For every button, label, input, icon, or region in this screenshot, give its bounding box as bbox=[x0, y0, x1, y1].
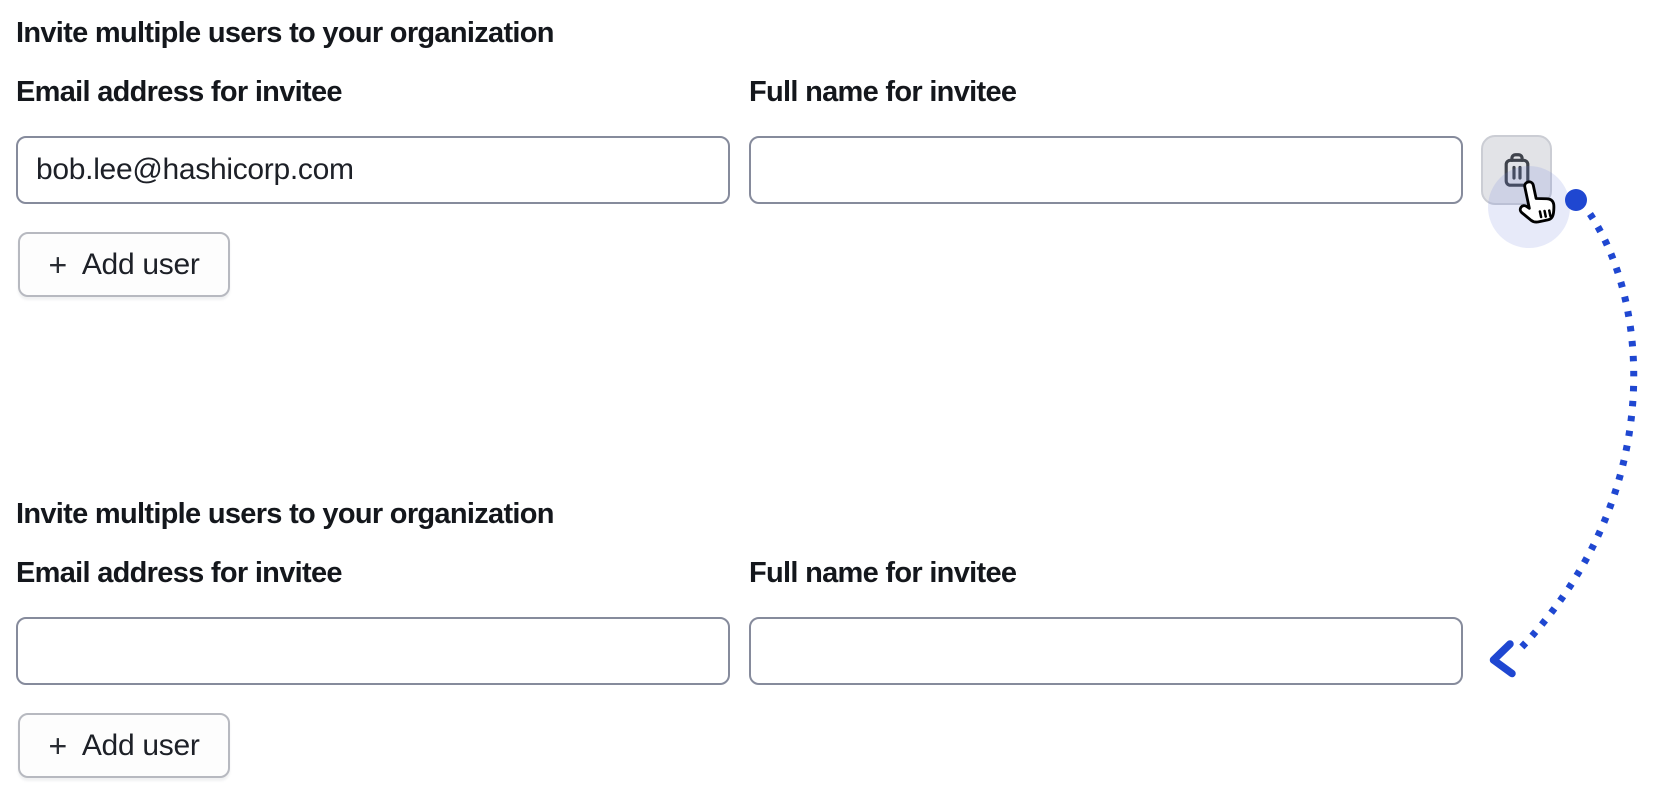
arrow-start-dot bbox=[1565, 189, 1587, 211]
add-user-button-label: Add user bbox=[81, 247, 200, 281]
full-name-label-second: Full name for invitee bbox=[749, 557, 1017, 589]
invite-users-heading: Invite multiple users to your organizati… bbox=[16, 17, 554, 49]
arrow-dotted-curve bbox=[1513, 212, 1638, 656]
email-address-label-second: Email address for invitee bbox=[16, 557, 343, 589]
full-name-input-second[interactable] bbox=[749, 617, 1463, 685]
full-name-label: Full name for invitee bbox=[749, 76, 1017, 108]
add-user-button[interactable]: + Add user bbox=[18, 232, 230, 297]
email-address-input[interactable] bbox=[16, 136, 730, 204]
email-address-label: Email address for invitee bbox=[16, 76, 343, 108]
invite-users-heading-second: Invite multiple users to your organizati… bbox=[16, 498, 554, 530]
arrow-head-chevron bbox=[1489, 640, 1516, 678]
full-name-input[interactable] bbox=[749, 136, 1463, 204]
add-user-button-second[interactable]: + Add user bbox=[18, 713, 230, 778]
plus-icon: + bbox=[48, 727, 67, 764]
email-address-input-second[interactable] bbox=[16, 617, 730, 685]
add-user-button-label: Add user bbox=[81, 728, 200, 762]
trash-icon bbox=[1504, 152, 1529, 187]
delete-row-button[interactable] bbox=[1481, 135, 1552, 205]
plus-icon: + bbox=[48, 246, 67, 283]
